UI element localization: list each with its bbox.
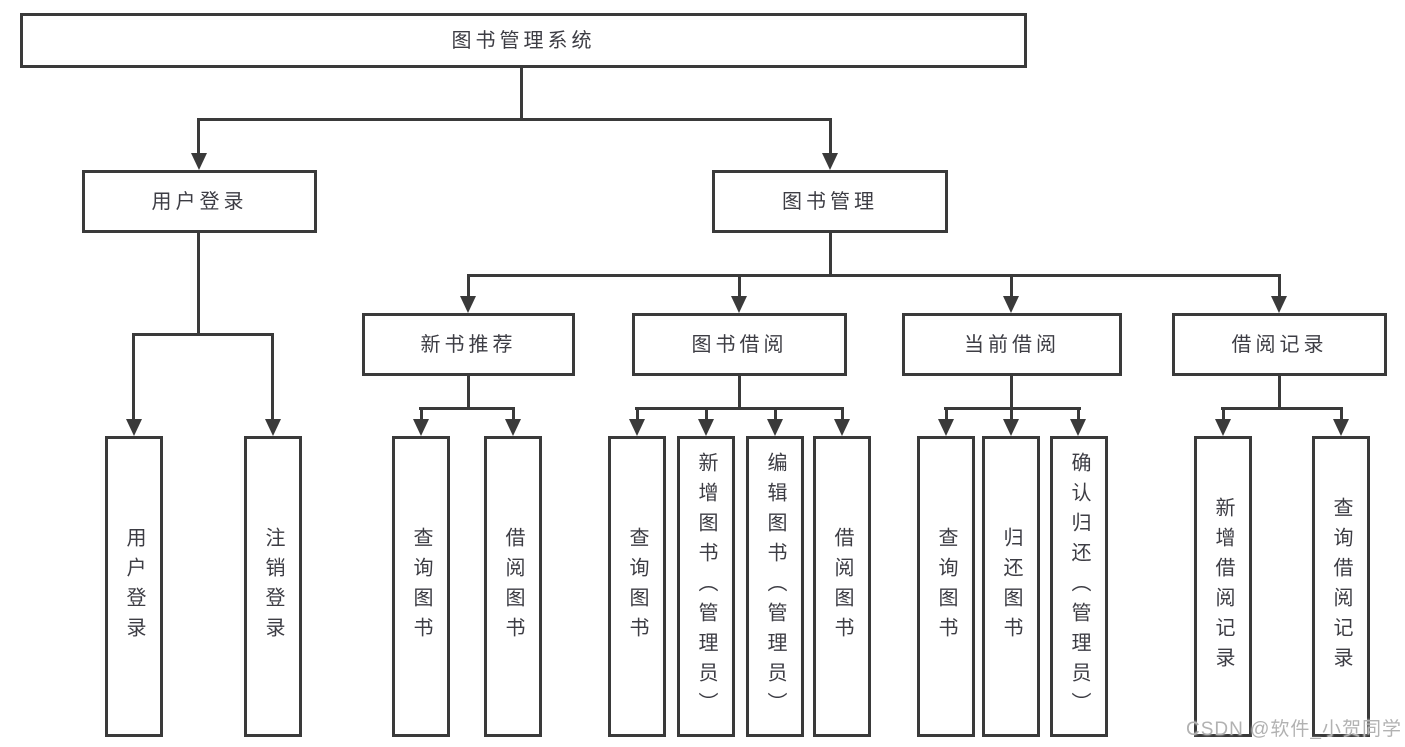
edge-level2-rail	[467, 274, 1280, 277]
edge-login-leaf-drop	[132, 333, 135, 421]
node-leaf-query-books-recommend: 查询图书	[392, 436, 450, 737]
edge-leaf-drop	[841, 407, 844, 421]
node-root-library-system: 图书管理系统	[20, 13, 1027, 68]
arrow-down-icon	[1003, 296, 1019, 313]
node-book-management: 图书管理	[712, 170, 948, 233]
arrow-down-icon	[767, 419, 783, 436]
arrow-down-icon	[1215, 419, 1231, 436]
edge-borrow-rail	[635, 407, 844, 410]
edge-leaf-drop	[1340, 407, 1343, 421]
arrow-down-icon	[191, 153, 207, 170]
node-leaf-confirm-return-admin: 确认归还（管理员）	[1050, 436, 1108, 737]
arrow-down-icon	[938, 419, 954, 436]
node-borrowing-records: 借阅记录	[1172, 313, 1387, 376]
edge-current-drop	[1010, 274, 1013, 298]
node-leaf-borrow-books: 借阅图书	[813, 436, 871, 737]
arrow-down-icon	[1333, 419, 1349, 436]
node-leaf-query-borrow-record: 查询借阅记录	[1312, 436, 1370, 737]
node-user-login: 用户登录	[82, 170, 317, 233]
node-leaf-logout: 注销登录	[244, 436, 302, 737]
arrow-down-icon	[731, 296, 747, 313]
edge-borrow-drop	[738, 274, 741, 298]
arrow-down-icon	[460, 296, 476, 313]
node-leaf-user-login: 用户登录	[105, 436, 163, 737]
edge-user-login-stem	[197, 233, 200, 336]
edge-leaf-drop	[1077, 407, 1080, 421]
edge-recommend-stem	[467, 375, 470, 409]
edge-leaf-drop	[636, 407, 639, 421]
arrow-down-icon	[1271, 296, 1287, 313]
node-leaf-borrow-books-recommend: 借阅图书	[484, 436, 542, 737]
node-leaf-return-books: 归还图书	[982, 436, 1040, 737]
arrow-down-icon	[629, 419, 645, 436]
edge-recommend-rail	[419, 407, 515, 410]
edge-logout-leaf-drop	[271, 333, 274, 421]
node-book-borrowing: 图书借阅	[632, 313, 847, 376]
edge-root-stem	[520, 68, 523, 120]
arrow-down-icon	[698, 419, 714, 436]
node-leaf-query-books-current: 查询图书	[917, 436, 975, 737]
arrow-down-icon	[126, 419, 142, 436]
edge-leaf-drop	[1010, 407, 1013, 421]
edge-leaf-drop	[420, 407, 423, 421]
arrow-down-icon	[413, 419, 429, 436]
edge-current-stem	[1010, 375, 1013, 409]
arrow-down-icon	[1070, 419, 1086, 436]
edge-leaf-drop	[945, 407, 948, 421]
edge-user-children-rail	[132, 333, 274, 336]
arrow-down-icon	[265, 419, 281, 436]
edge-user-login-drop	[197, 118, 200, 156]
edge-book-mgmt-drop	[829, 118, 832, 156]
arrow-down-icon	[822, 153, 838, 170]
node-new-book-recommend: 新书推荐	[362, 313, 575, 376]
node-leaf-add-book-admin: 新增图书（管理员）	[677, 436, 735, 737]
edge-records-rail	[1221, 407, 1343, 410]
edge-leaf-drop	[1222, 407, 1225, 421]
node-current-borrowing: 当前借阅	[902, 313, 1122, 376]
arrow-down-icon	[1003, 419, 1019, 436]
node-leaf-query-books-borrow: 查询图书	[608, 436, 666, 737]
edge-borrow-stem	[738, 375, 741, 409]
edge-leaf-drop	[512, 407, 515, 421]
edge-records-drop	[1278, 274, 1281, 298]
arrow-down-icon	[834, 419, 850, 436]
edge-leaf-drop	[705, 407, 708, 421]
edge-records-stem	[1278, 375, 1281, 409]
arrow-down-icon	[505, 419, 521, 436]
edge-level1-rail	[197, 118, 832, 121]
edge-book-mgmt-stem	[829, 233, 832, 277]
node-leaf-add-borrow-record: 新增借阅记录	[1194, 436, 1252, 737]
node-leaf-edit-book-admin: 编辑图书（管理员）	[746, 436, 804, 737]
watermark: CSDN @软件_小贺同学	[1186, 719, 1402, 740]
edge-recommend-drop	[467, 274, 470, 298]
edge-leaf-drop	[774, 407, 777, 421]
